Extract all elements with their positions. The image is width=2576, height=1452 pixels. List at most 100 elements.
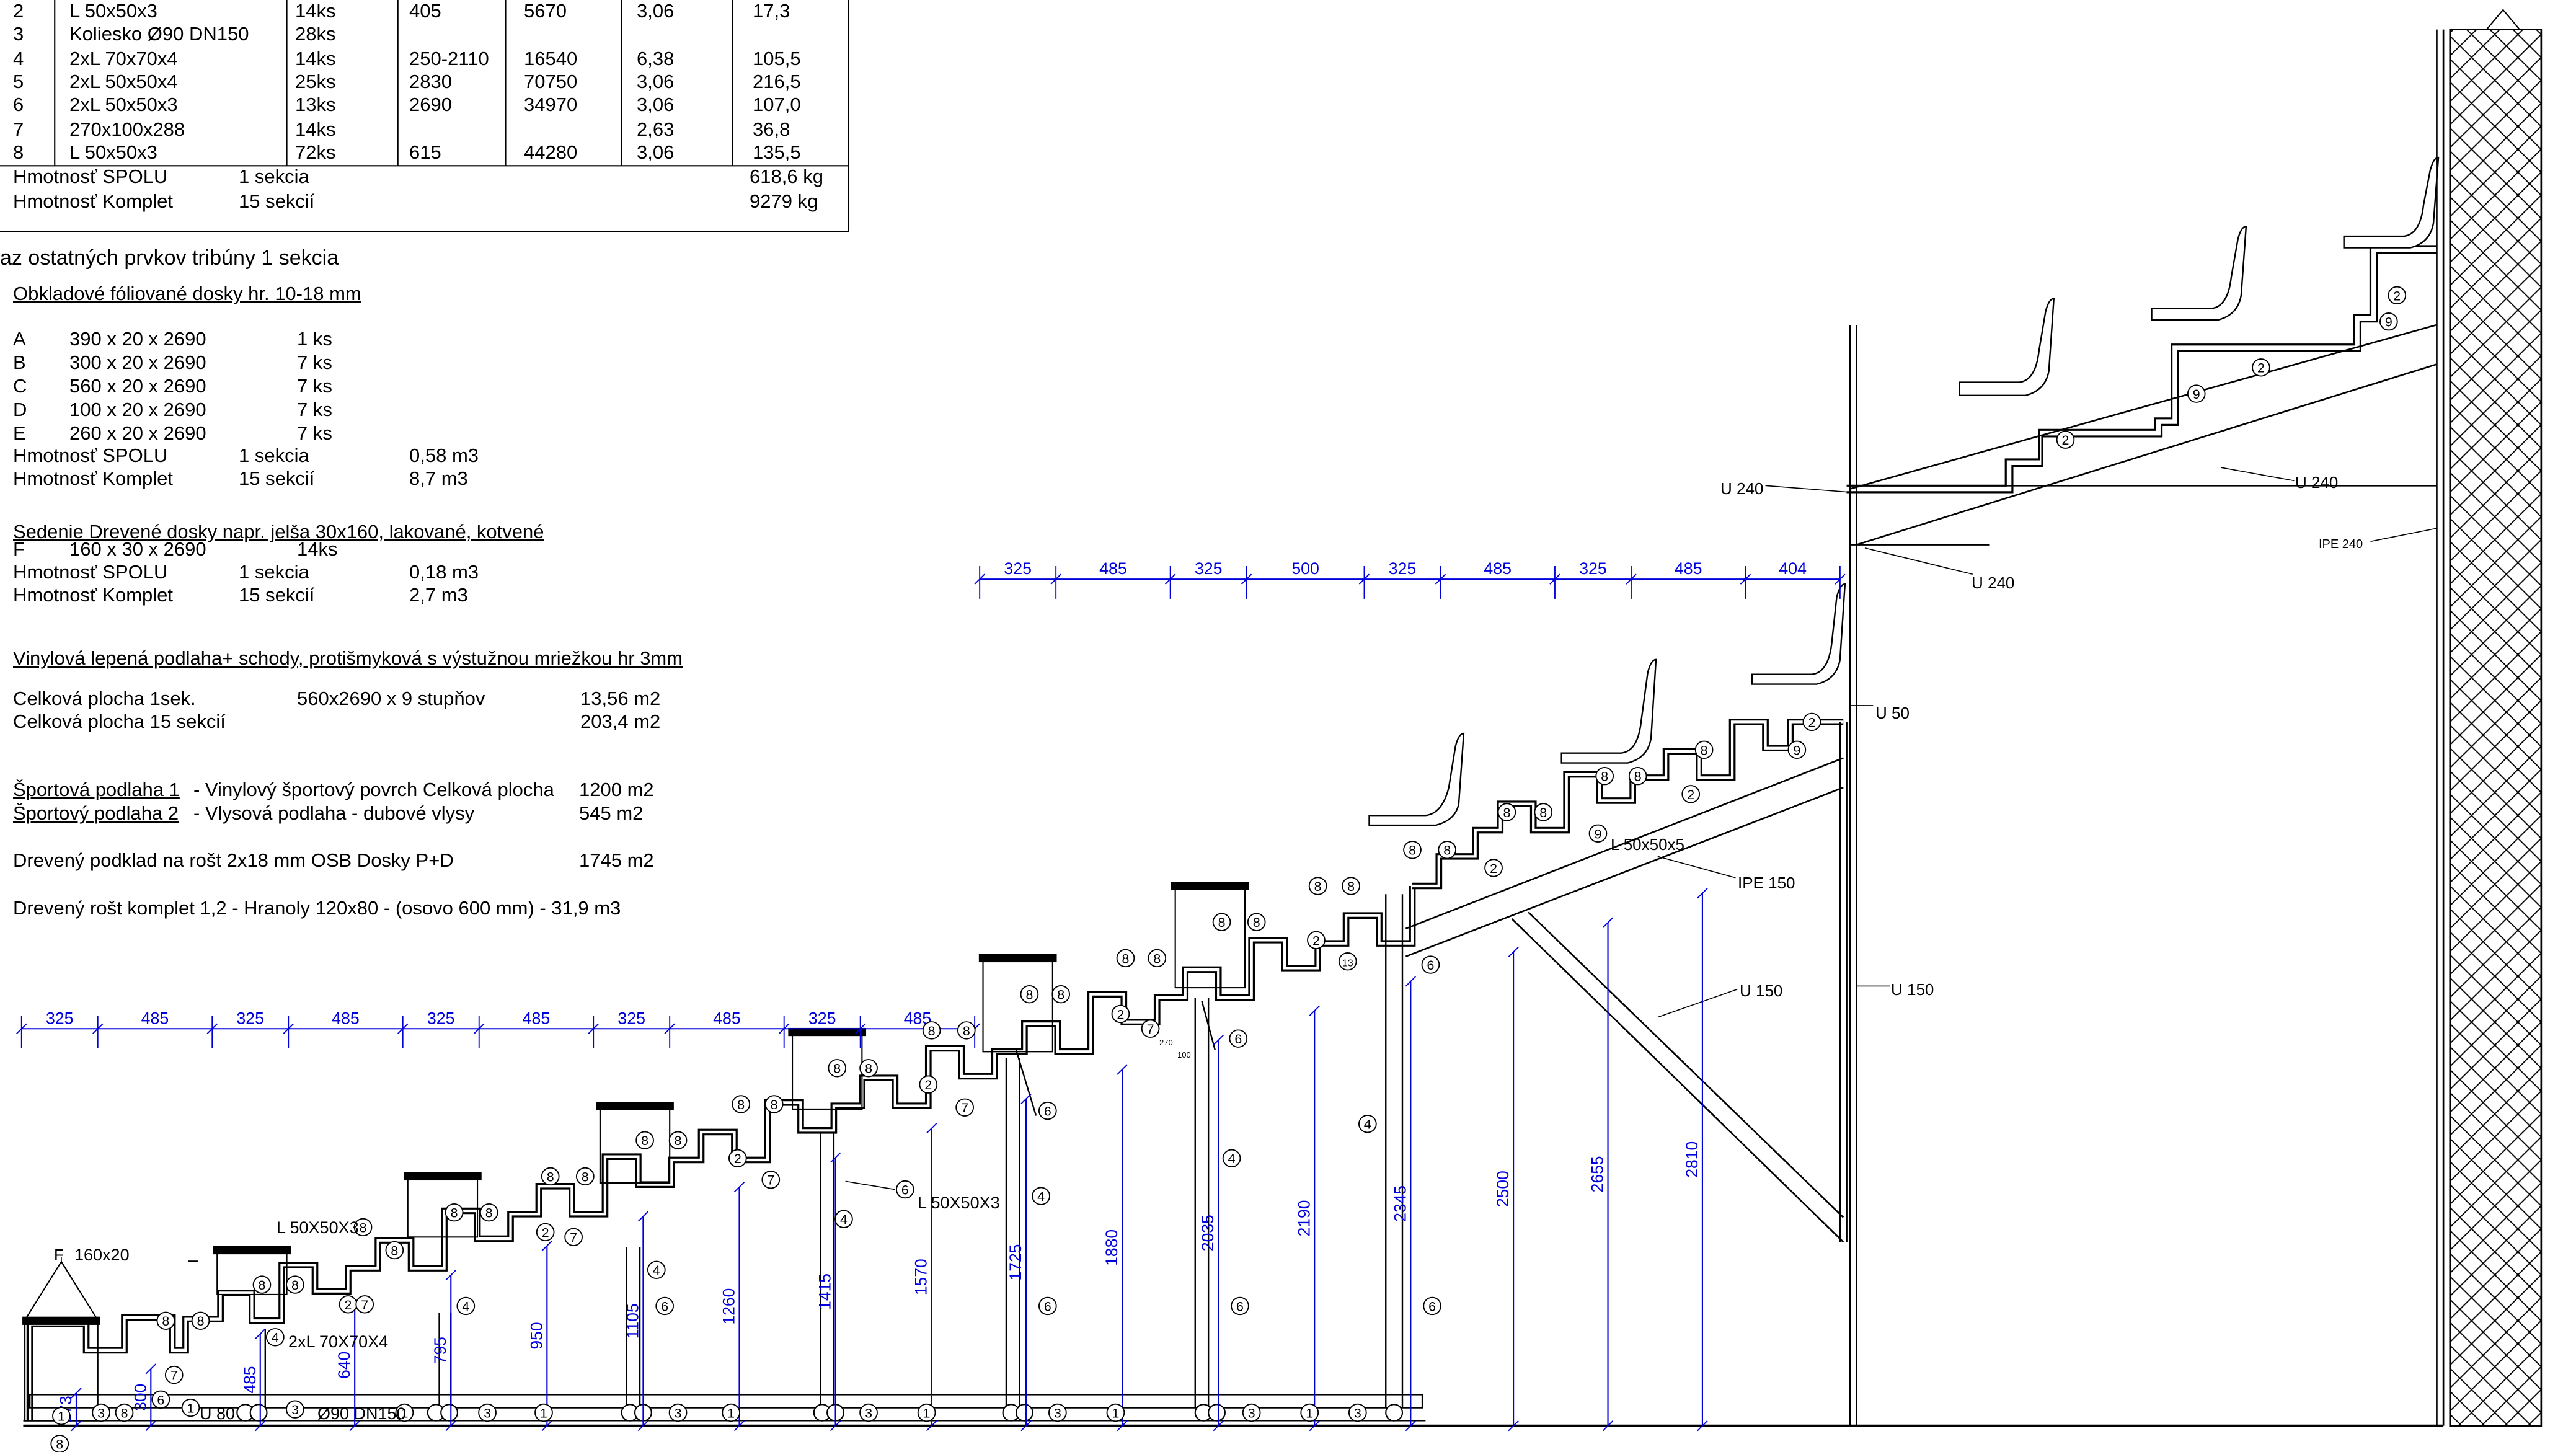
part-marker: 9 [1588,824,1608,843]
part-marker: 8 [1247,913,1266,931]
part-marker: 8 [1116,949,1135,968]
part-marker: 6 [896,1180,914,1199]
svg-text:2: 2 [1687,787,1694,802]
dimension-lines [16,565,1846,1049]
svg-text:9: 9 [2385,315,2392,330]
board-item: 7 ks [297,352,332,373]
part-marker: 2 [339,1295,358,1314]
dimension-label: 485 [1099,559,1127,578]
part-marker: 2 [1111,1004,1130,1024]
svg-text:4: 4 [653,1263,660,1278]
part-marker: 4 [834,1210,853,1228]
svg-text:1: 1 [540,1406,547,1421]
part-marker: 4 [1358,1115,1377,1133]
table-cell: 615 [409,141,441,163]
part-marker: 3 [478,1403,497,1422]
svg-text:6: 6 [1044,1299,1051,1314]
svg-text:9: 9 [2193,387,2200,402]
part-marker: 9 [1787,740,1807,759]
height-label: 2500 [1494,1171,1512,1207]
svg-text:8: 8 [121,1406,128,1421]
svg-text:2: 2 [1117,1007,1125,1022]
table-cell: 2xL 70x70x4 [69,48,178,69]
svg-text:6: 6 [1236,1299,1244,1314]
svg-text:8: 8 [1539,805,1547,820]
table-cell: 7 [13,118,24,140]
svg-text:8: 8 [582,1169,589,1184]
part-marker: 8 [479,1203,498,1222]
seating-komplet: 15 sekcií [239,584,315,606]
part-marker: 1 [1300,1403,1319,1422]
svg-text:8: 8 [485,1206,493,1221]
part-marker: 8 [1534,803,1553,821]
board-item: 1 ks [297,328,332,350]
svg-text:8: 8 [1253,915,1260,930]
height-label: 1260 [719,1288,738,1325]
part-marker: 2 [536,1223,555,1242]
svg-text:1: 1 [401,1406,408,1421]
upper-platform [1846,245,2437,494]
table-cell: 25ks [295,71,336,92]
wheel-label: Ø90 DN150 [317,1404,406,1423]
part-marker: 7 [1141,1019,1160,1038]
part-marker: 7 [761,1171,781,1189]
svg-text:1: 1 [58,1409,65,1424]
leader-lines [845,467,2437,1190]
part-marker: 8 [445,1203,464,1222]
svg-text:7: 7 [570,1230,577,1245]
board-item: 390 x 20 x 2690 [69,328,206,350]
table-cell: 4 [13,48,24,69]
dimension-label: 485 [332,1009,360,1027]
board-item: 7 ks [297,399,332,420]
dimension-label: 325 [236,1009,264,1027]
svg-text:3: 3 [291,1402,299,1417]
seating-title: Sedenie Drevené dosky napr. jelša 30x160… [13,521,544,542]
svg-text:8: 8 [1443,843,1451,858]
table-cell: 2 [13,0,24,22]
svg-text:6: 6 [157,1392,164,1407]
table-cell: Koliesko Ø90 DN150 [69,23,249,45]
part-marker: 2 [2056,430,2075,449]
part-marker: 3 [859,1403,878,1422]
svg-text:8: 8 [1347,879,1355,894]
boards-title: Obkladové fóliované dosky hr. 10-18 mm [13,283,361,304]
height-label: 2810 [1683,1141,1701,1178]
part-marker: 4 [456,1296,476,1316]
svg-text:8: 8 [1122,951,1130,966]
part-marker: 1 [917,1403,936,1422]
svg-text:8: 8 [291,1278,299,1293]
vinyl-1: 560x2690 x 9 stupňov [297,688,485,709]
board-item: 100 x 20 x 2690 [69,399,206,420]
part-marker: 8 [635,1131,654,1149]
svg-text:8: 8 [1701,743,1708,758]
part-marker: 8 [353,1218,373,1237]
part-marker: 3 [1348,1403,1367,1422]
part-marker: 8 [1694,740,1714,759]
svg-text:7: 7 [961,1100,968,1115]
sport1-value: 1200 m2 [579,779,654,800]
parts-table-grid [0,0,850,232]
part-marker: 4 [647,1260,666,1279]
height-label: 1725 [1006,1244,1025,1281]
height-label: 950 [527,1322,546,1349]
svg-text:4: 4 [1037,1189,1045,1204]
svg-text:3: 3 [1248,1406,1255,1421]
part-marker: 3 [1242,1403,1261,1422]
board-item: C [13,375,27,397]
svg-text:13: 13 [1342,958,1353,969]
u150-b-label: U 150 [1891,980,1934,999]
part-marker: 8 [732,1095,751,1113]
part-marker: 7 [164,1365,184,1384]
svg-text:6: 6 [1234,1032,1242,1047]
part-marker: 8 [1497,803,1516,821]
table-cell: 34970 [524,94,578,115]
part-marker: 8 [668,1131,688,1149]
part-marker: 6 [1038,1296,1057,1316]
part-marker: 2 [1484,859,1503,877]
table-cell: 17,3 [753,0,790,22]
table-cell: 216,5 [753,71,801,92]
svg-text:9: 9 [1793,743,1800,758]
vinyl-1: 13,56 m2 [580,688,661,709]
